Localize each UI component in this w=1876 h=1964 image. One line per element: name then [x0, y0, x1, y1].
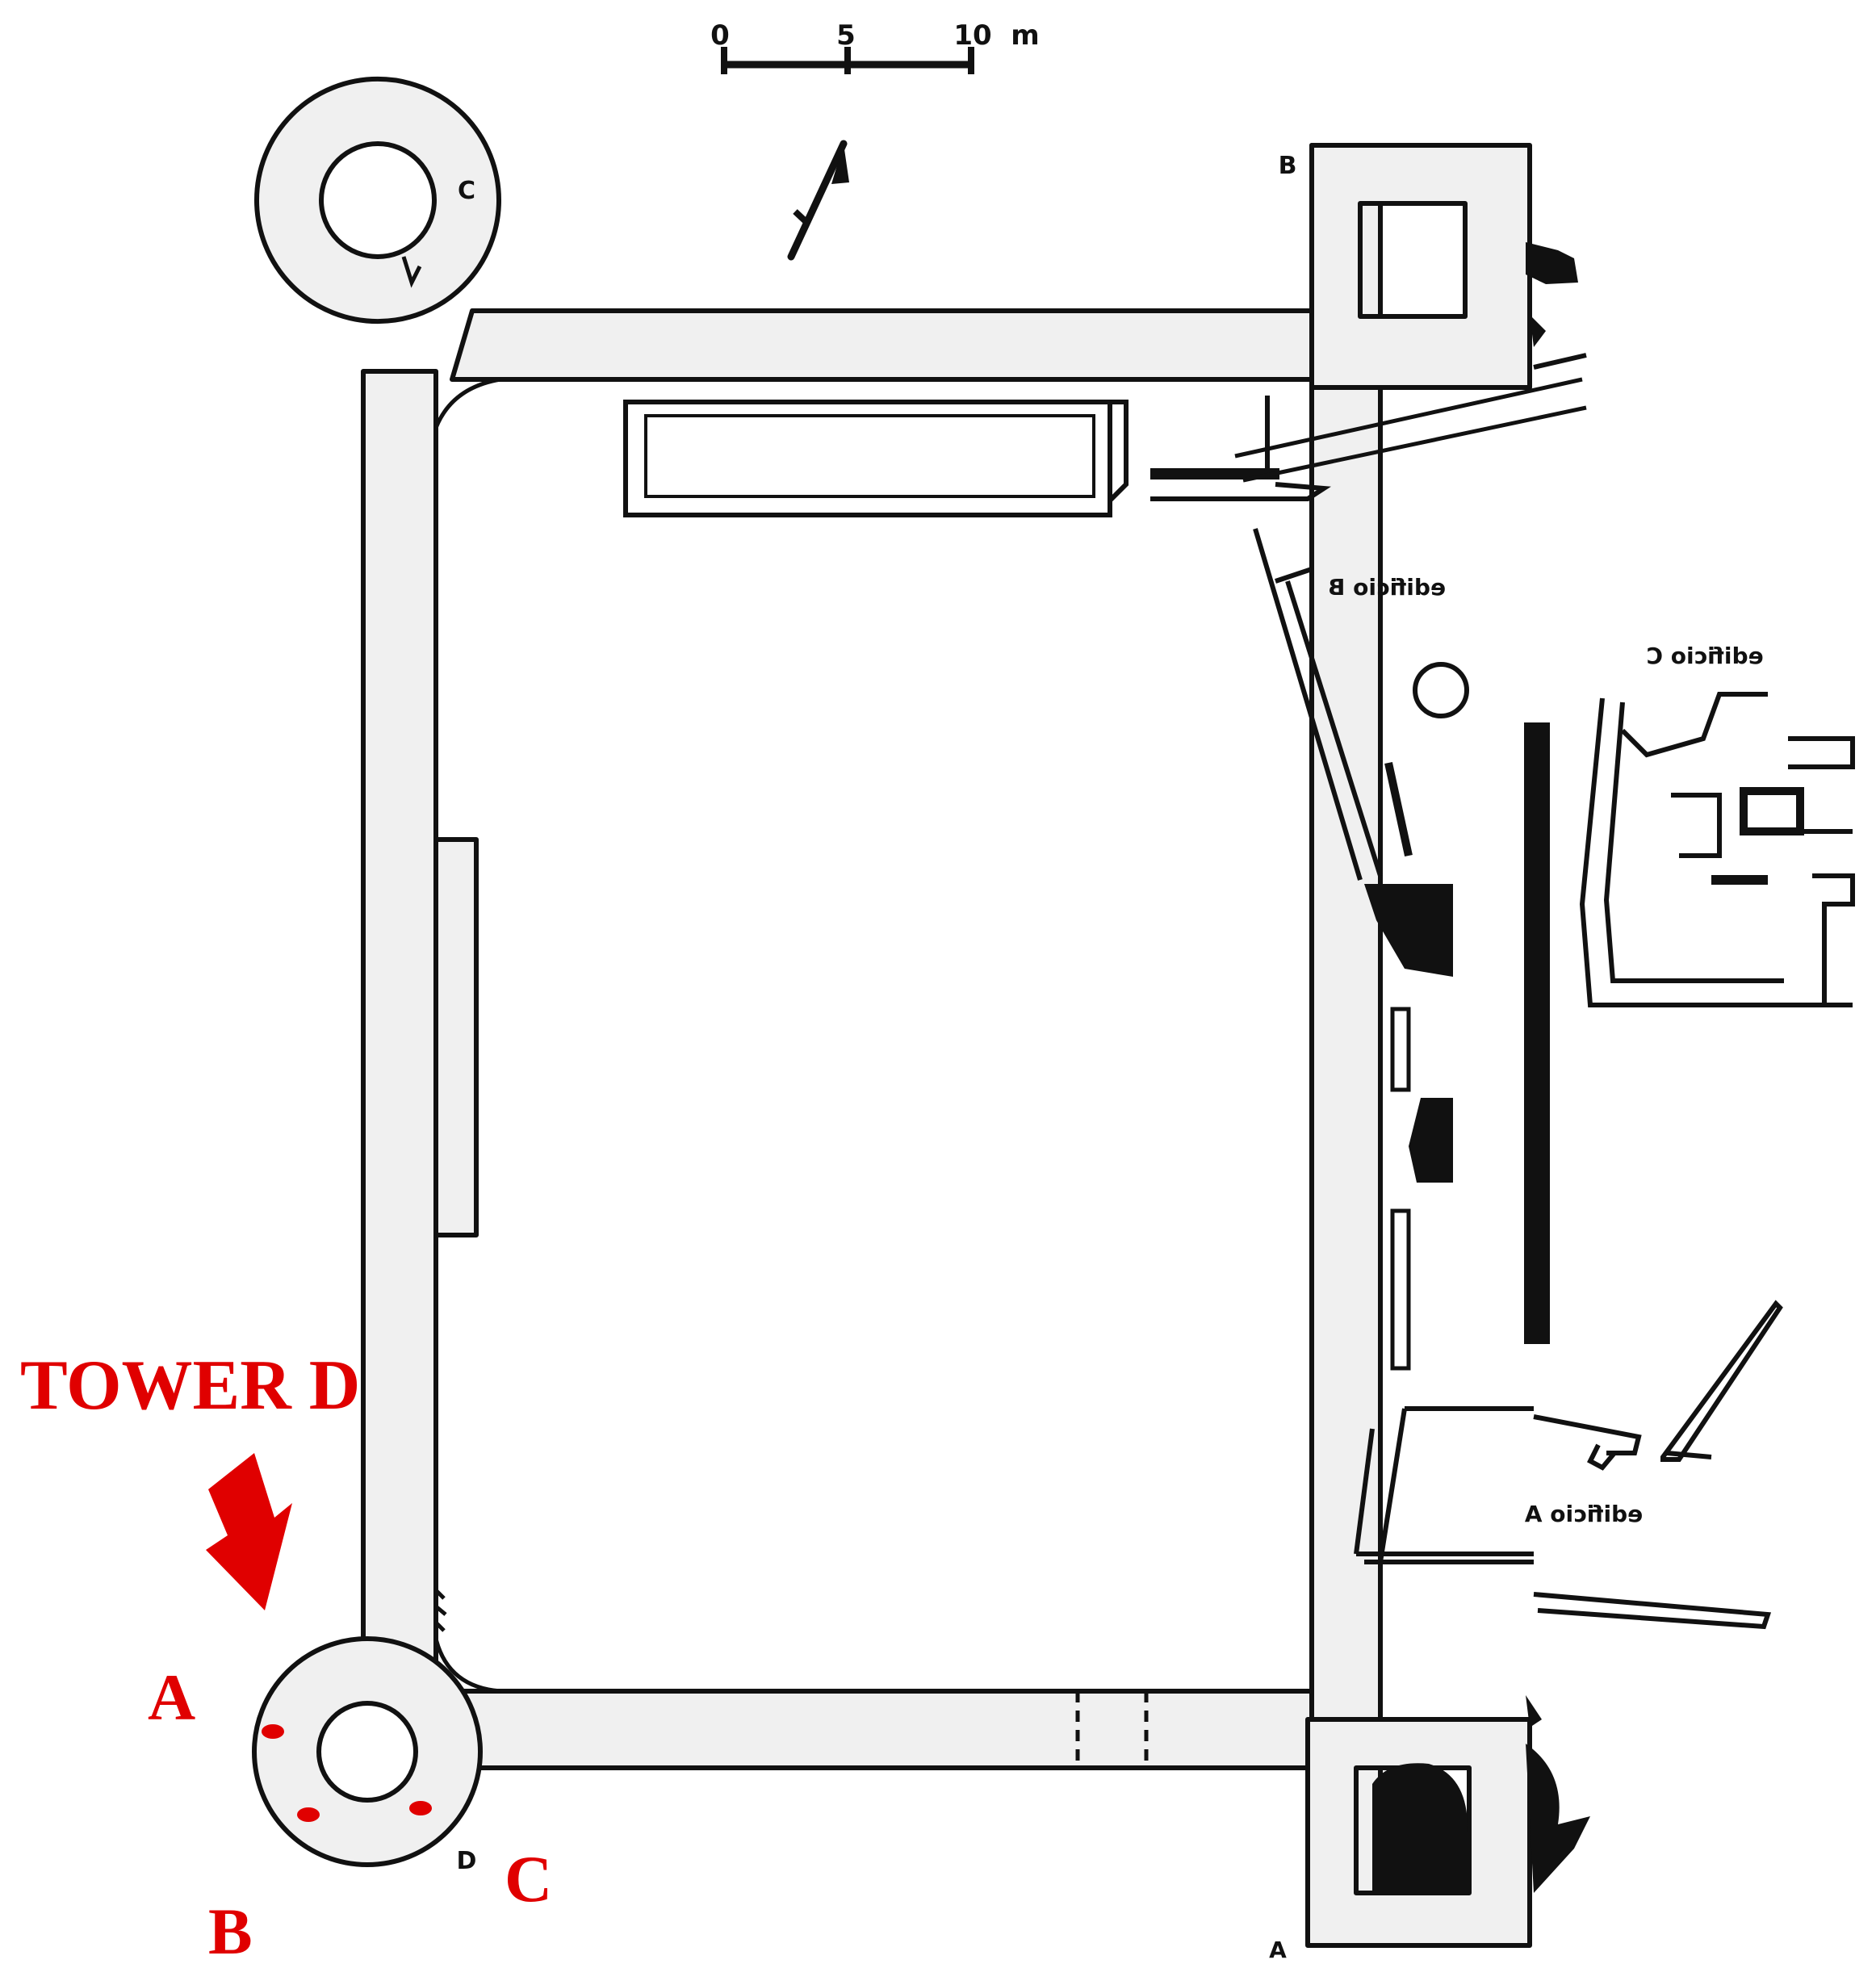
north-interior-building	[623, 400, 1129, 517]
building-label-edificio-c: edificio C	[1646, 643, 1763, 669]
fort-walls	[252, 77, 1532, 1948]
tower-d-annotation: TOWER D A B C	[20, 1346, 552, 1964]
annotation-point-a-marker	[262, 1724, 284, 1739]
red-arrow-icon	[206, 1453, 292, 1610]
annotation-point-c-label: C	[505, 1842, 552, 1916]
edificio-a-structure	[1354, 1300, 1783, 1630]
annotation-point-b-label: B	[208, 1895, 253, 1964]
annotation-point-c-marker	[409, 1801, 432, 1815]
west-wall	[361, 369, 438, 1690]
tower-b-square	[1309, 143, 1532, 390]
west-wall-buttress	[433, 837, 479, 1237]
corner-label-tower-c: C	[458, 177, 475, 205]
building-label-edificio-b: edificio B	[1328, 574, 1446, 601]
east-wall	[1309, 143, 1383, 1948]
tower-c-round	[254, 77, 501, 324]
annotation-point-a-label: A	[148, 1660, 195, 1734]
scale-tick-10: 10	[953, 19, 991, 52]
scale-unit: m	[1011, 19, 1039, 52]
annotation-point-b-marker	[297, 1807, 320, 1822]
scale-tick-0: 0	[710, 19, 730, 52]
north-wall	[450, 308, 1314, 382]
edificio-b-structure	[1253, 528, 1469, 881]
corner-label-tower-b: B	[1279, 152, 1297, 180]
south-wall	[450, 1689, 1318, 1770]
tower-d-round	[252, 1636, 483, 1867]
annotation-title: TOWER D	[20, 1346, 360, 1425]
corner-label-tower-d: D	[457, 1847, 477, 1875]
wall-details	[401, 256, 1149, 1768]
building-label-edificio-a: edificio A	[1525, 1501, 1644, 1527]
edificio-c-structure	[1579, 692, 1855, 1007]
east-wall-masses	[1364, 242, 1590, 1893]
scale-tick-5: 5	[836, 19, 856, 52]
north-arrow-icon	[787, 140, 849, 261]
east-wall-small-rooms	[1390, 1007, 1411, 1371]
scale-bar: 0 5 10 m	[710, 19, 1040, 74]
corner-label-tower-a: A	[1269, 1937, 1287, 1963]
ne-annex	[1150, 353, 1587, 501]
